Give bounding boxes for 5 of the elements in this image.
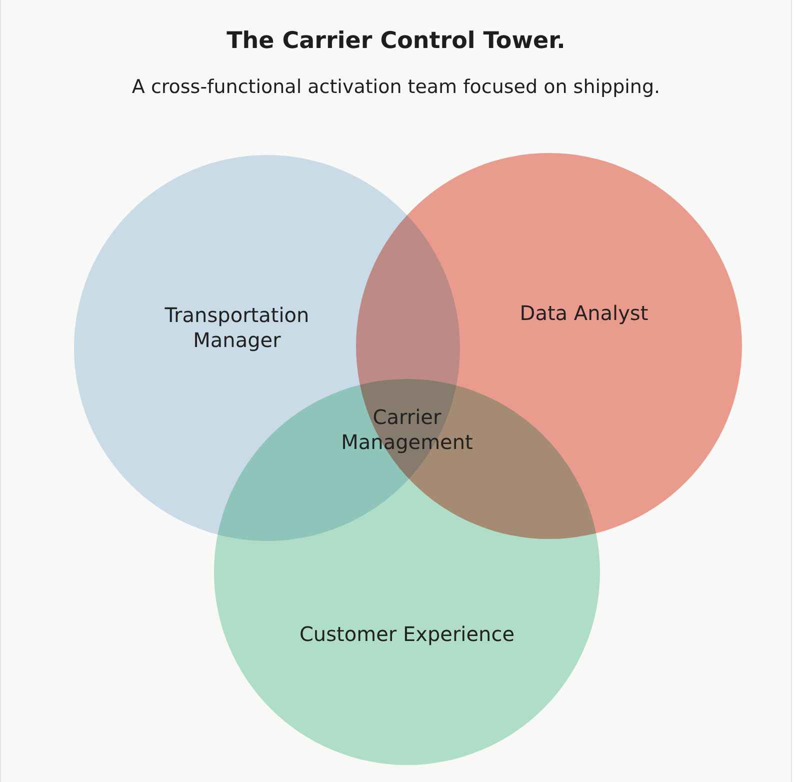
title: The Carrier Control Tower. <box>226 28 566 54</box>
subtitle: A cross-functional activation team focused on shipping. <box>130 76 662 98</box>
circle-label: Transportation Manager <box>164 303 310 353</box>
circle-label: Data Analyst <box>518 301 650 326</box>
circle-label: Customer Experience <box>298 622 516 647</box>
